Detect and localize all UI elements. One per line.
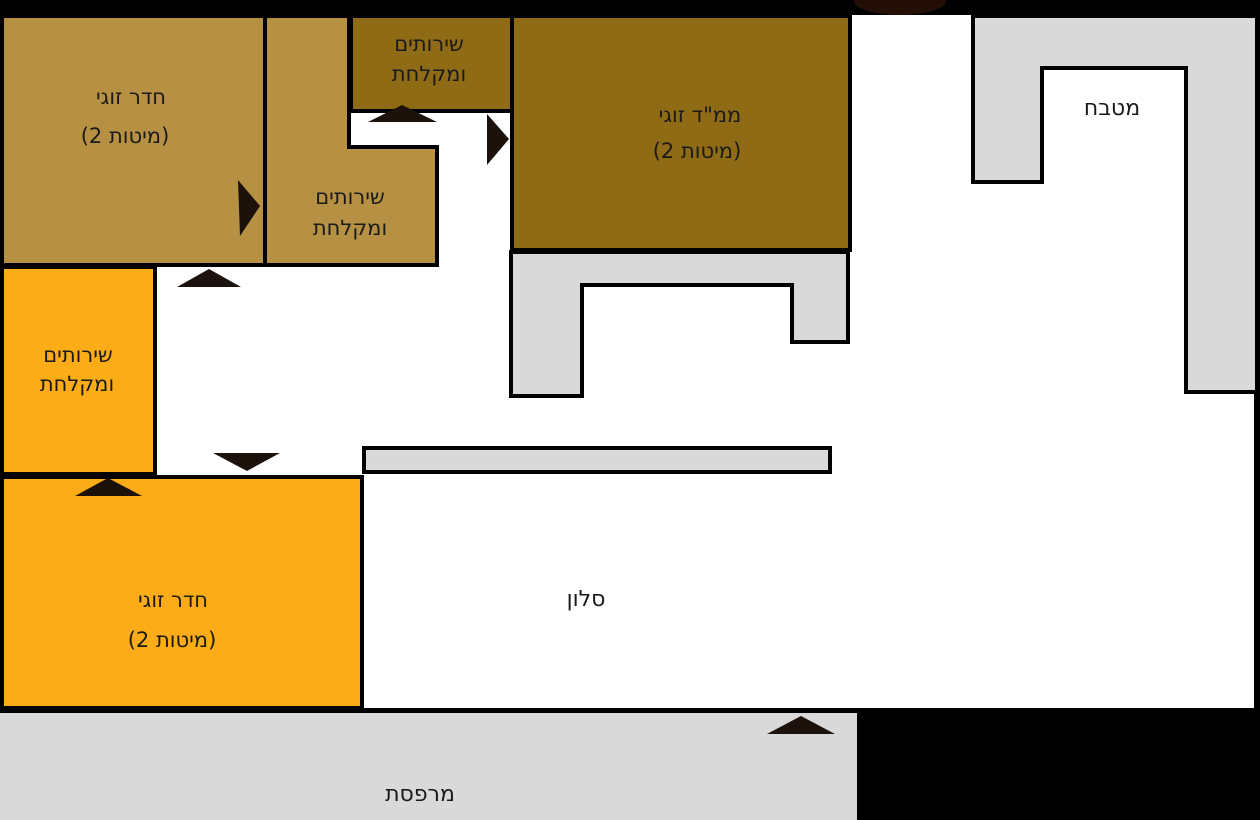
label-shower-middle-line1: שירותים xyxy=(315,185,385,209)
door-bedroom-top-icon xyxy=(238,180,260,236)
door-hallway-icon xyxy=(177,269,241,287)
label-balcony: מרפסת xyxy=(385,782,455,807)
label-bedroom-top-line1: חדר זוגי xyxy=(96,85,166,109)
label-shower-top-line2: ומקלחת xyxy=(392,62,466,86)
door-mamad-icon xyxy=(487,114,509,165)
label-shower-top-line1: שירותים xyxy=(394,32,464,56)
room-mamad xyxy=(510,14,852,252)
wall-balcony-top xyxy=(0,708,857,713)
door-shower-top-icon xyxy=(368,105,437,122)
salon-partition xyxy=(362,446,832,474)
room-balcony xyxy=(0,711,857,820)
label-salon: סלון xyxy=(567,587,606,612)
room-shower-top xyxy=(349,14,514,113)
label-bedroom-top-line2: (2 מיטות) xyxy=(81,124,170,148)
label-kitchen: מטבח xyxy=(1084,96,1140,121)
door-balcony-icon xyxy=(767,716,835,734)
kitchen-counter xyxy=(971,14,1259,394)
room-bedroom-top xyxy=(0,14,267,267)
outside-bottom-right xyxy=(857,708,1260,820)
room-shower-left xyxy=(0,265,157,476)
label-mamad-line2: (2 מיטות) xyxy=(653,139,742,163)
label-shower-middle-line2: ומקלחת xyxy=(313,216,387,240)
label-shower-left-line1: שירותים xyxy=(43,343,113,367)
wall-top-shadow xyxy=(854,0,946,15)
label-mamad-line1: ממ"ד זוגי xyxy=(659,103,742,127)
label-shower-left-line2: ומקלחת xyxy=(40,372,114,396)
counter-below-mamad xyxy=(509,250,850,398)
wall-top xyxy=(0,0,1260,15)
door-bedroom-bottom-icon xyxy=(75,478,142,496)
label-bedroom-bottom-line1: חדר זוגי xyxy=(138,588,208,612)
door-salon-icon xyxy=(213,453,280,471)
label-bedroom-bottom-line2: (2 מיטות) xyxy=(128,628,217,652)
